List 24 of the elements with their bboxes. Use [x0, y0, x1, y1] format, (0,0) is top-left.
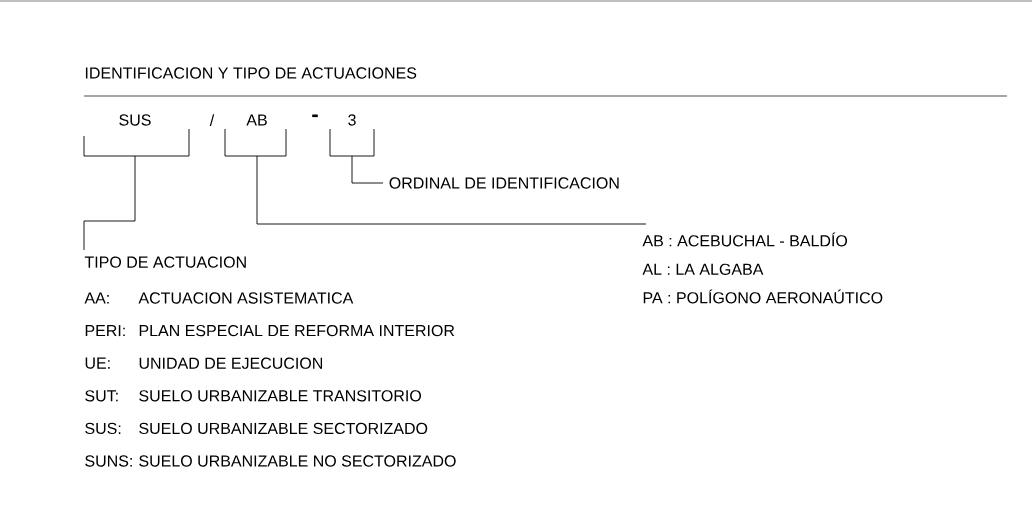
code-label: SUS:	[85, 422, 121, 435]
description-text: ACTUACION ASISTEMATICA	[138, 292, 354, 304]
code-label: SUT:	[85, 390, 118, 402]
code-label: PERI:	[85, 325, 125, 337]
code-label: SUNS:	[85, 455, 132, 467]
leader-label: ORDINAL DE IDENTIFICACION	[389, 177, 619, 189]
separator-text: /	[209, 114, 215, 126]
legend-list: AB : ACEBUCHAL - BALDÍO AL : LA ALGABA PA : POLÍGONO AERONAÚTICO	[642, 232, 883, 304]
leader-line	[256, 155, 647, 225]
leader-line	[83, 155, 136, 251]
description-text: PLAN ESPECIAL DE REFORMA INTERIOR	[139, 324, 455, 337]
description-text: SUELO URBANIZABLE SECTORIZADO	[139, 422, 428, 435]
description-text: SUELO URBANIZABLE TRANSITORIO	[139, 390, 421, 402]
description-text: SUELO URBANIZABLE NO SECTORIZADO	[139, 455, 456, 467]
list-heading: TIPO DE ACTUACION	[84, 256, 246, 268]
code-text: SUS	[119, 114, 151, 126]
code-text: 3	[348, 114, 356, 126]
separator-text: -	[312, 114, 318, 118]
code-label: AA:	[84, 292, 109, 304]
title: IDENTIFICACION Y TIPO DE ACTUACIONES	[85, 67, 417, 79]
code-label: UE:	[85, 357, 110, 369]
code-text: AB	[246, 114, 267, 126]
leader-line	[351, 155, 384, 184]
description-text: UNIDAD DE EJECUCION	[139, 357, 322, 369]
